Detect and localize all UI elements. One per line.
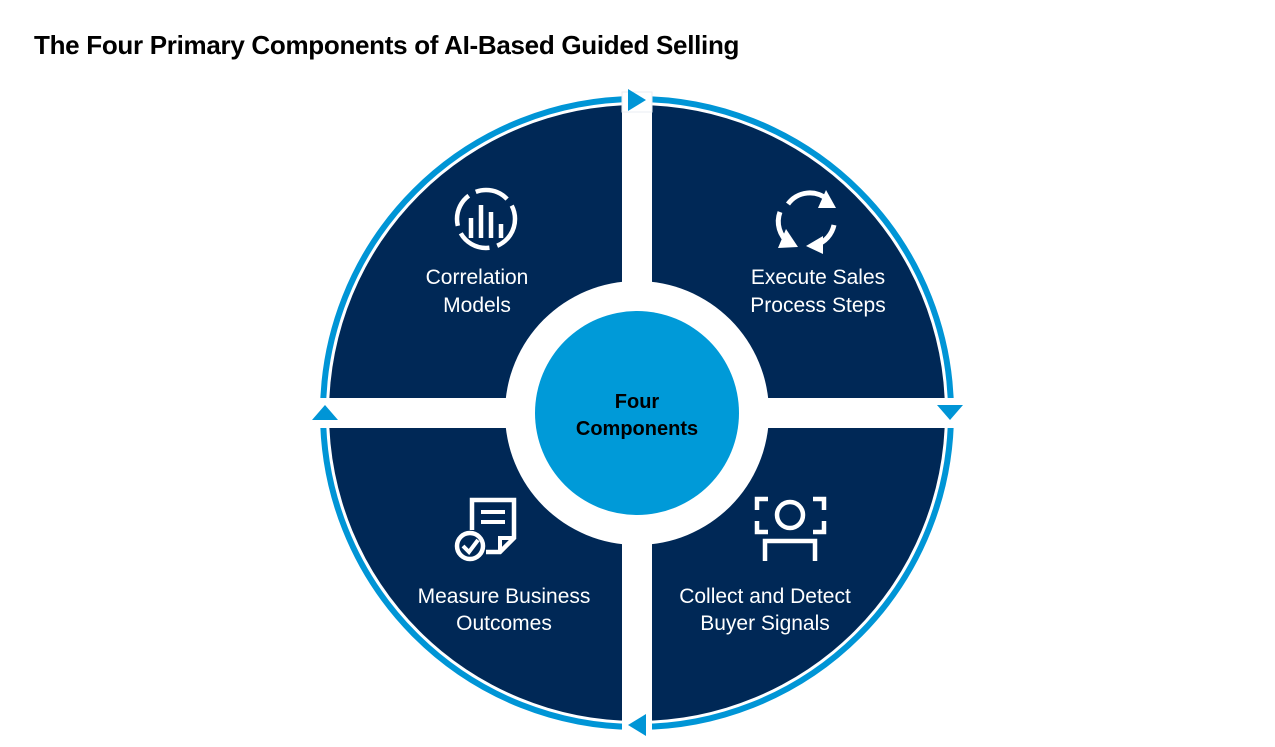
arrow-right-icon	[937, 405, 963, 420]
gap-edge-top	[621, 91, 653, 113]
quadrant-correlation-models: Correlation Models	[426, 187, 529, 317]
center-label-line1: Four	[615, 391, 660, 413]
quadrant-label-line1: Measure Business	[418, 585, 591, 608]
quadrant-label-line2: Process Steps	[750, 294, 885, 317]
bar-chart-ring-icon	[454, 187, 518, 251]
arrow-bottom-icon	[628, 714, 646, 736]
quadrant-label-line2: Models	[443, 294, 511, 317]
arrow-top-icon	[628, 89, 646, 111]
document-check-icon	[454, 497, 517, 562]
person-scan-icon	[754, 496, 827, 561]
quadrant-measure-business-outcomes: Measure Business Outcomes	[418, 497, 591, 635]
quadrant-execute-sales-process-steps: Execute Sales Process Steps	[750, 190, 886, 317]
quadrant-label-line1: Correlation	[426, 266, 529, 289]
quadrant-label-line1: Collect and Detect	[679, 585, 851, 608]
quadrant-collect-detect-buyer-signals: Collect and Detect Buyer Signals	[679, 496, 851, 635]
arrow-left-icon	[312, 405, 338, 420]
quadrant-label-line2: Outcomes	[456, 612, 552, 635]
cycle-arrows-icon	[775, 190, 837, 254]
page-title: The Four Primary Components of AI-Based …	[34, 30, 740, 60]
center-circle	[535, 311, 739, 515]
center-label-line2: Components	[576, 418, 698, 440]
quadrant-label-line1: Execute Sales	[751, 266, 885, 289]
quadrant-label-line2: Buyer Signals	[700, 612, 830, 635]
